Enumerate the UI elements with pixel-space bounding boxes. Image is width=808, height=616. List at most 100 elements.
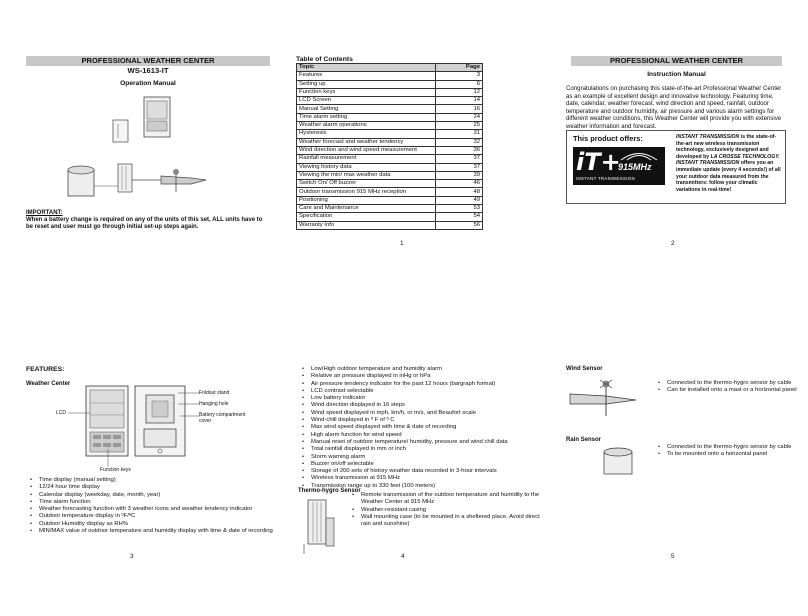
toc-page: 14 <box>435 96 483 106</box>
wind-sensor-list: Connected to the thermo-hygro sensor by … <box>656 380 802 395</box>
list-item: Remote transmission of the outdoor tempe… <box>352 492 541 507</box>
offers-lead: INSTANT TRANSMISSION <box>676 134 740 140</box>
wind-sensor-heading: Wind Sensor <box>566 366 603 372</box>
list-item: Low battery indicator <box>302 395 541 403</box>
list-item: Connected to the thermo-hygro sensor by … <box>658 380 802 388</box>
offers-brand: LA CROSSE TECHNOLOGY. INSTANT TRANSMISSI… <box>676 153 780 167</box>
signal-waves-icon <box>619 148 659 161</box>
toc-page: 3 <box>435 71 483 81</box>
list-item: Time display (manual setting) <box>30 477 279 485</box>
toc-topic: Care and Maintenance <box>296 204 436 214</box>
list-item: Weather forecasting function with 3 weat… <box>30 506 279 514</box>
toc-header-topic: Topic <box>296 62 436 73</box>
page-number: 3 <box>130 553 134 560</box>
toc-page: 48 <box>435 187 483 197</box>
logo-main: iT+ <box>576 148 621 176</box>
toc-topic: Rainfall measurement <box>296 154 436 164</box>
list-item: Buzzer on/off selectable <box>302 461 541 469</box>
label-battery-cover: Battery compartment cover <box>199 412 246 424</box>
weather-center-front-illustration <box>85 385 129 457</box>
toc-page: 12 <box>435 87 483 98</box>
toc-page: 53 <box>435 204 483 214</box>
list-item: High alarm function for wind speed <box>302 432 541 440</box>
thermo-hygro-sensor-illustration <box>302 498 336 556</box>
toc-topic: Warranty Info <box>296 220 436 230</box>
list-item: Air pressure tendency indicator for the … <box>302 381 541 389</box>
rain-sensor-heading: Rain Sensor <box>566 437 602 443</box>
toc-page: 54 <box>435 212 483 222</box>
list-item: MIN/MAX value of outdoor temperature and… <box>30 528 279 536</box>
intro-title: PROFESSIONAL WEATHER CENTER <box>571 56 782 66</box>
important-text: When a battery change is required on any… <box>26 217 263 231</box>
offers-text: INSTANT TRANSMISSION is the state-of-the… <box>676 134 782 193</box>
toc-topic: Wind direction and wind speed measuremen… <box>296 145 436 156</box>
toc-page: 32 <box>435 137 483 147</box>
intro-body: Congratulations on purchasing this state… <box>566 85 782 130</box>
cover-subtitle: Operation Manual <box>120 80 176 87</box>
label-hanging-hole: Hanging hole <box>199 401 229 407</box>
it-plus-logo: iT+ 915MHz INSTANT TRANSMISSION <box>573 147 665 185</box>
page-number: 2 <box>671 240 675 247</box>
toc-topic: Features <box>296 71 436 81</box>
toc-page: 25 <box>435 121 483 131</box>
rain-sensor-list: Connected to the thermo-hygro sensor by … <box>656 444 802 459</box>
toc-page: 49 <box>435 195 483 206</box>
toc-header-page: Page <box>435 62 483 73</box>
offers-label: This product offers: <box>573 134 643 143</box>
thermo-hygro-heading: Thermo-hygro Sensor <box>298 488 361 494</box>
list-item: Outdoor Humidity display as RH% <box>30 521 279 529</box>
wind-sensor-illustration <box>566 376 646 418</box>
toc-page: 24 <box>435 112 483 123</box>
logo-freq: 915MHz <box>618 162 652 172</box>
list-item: Wall mounting case (to be mounted in a s… <box>352 514 541 529</box>
cover-model: WS-1613-IT <box>127 66 169 75</box>
toc-topic: LCD Screen <box>296 96 436 106</box>
label-function-keys: Function keys <box>100 467 131 473</box>
list-item: Connected to the thermo-hygro sensor by … <box>658 444 802 452</box>
toc-topic: Weather forecast and weather tendency <box>296 137 436 147</box>
label-foldout-stand: Foldout stand <box>199 390 230 396</box>
list-item: Low/High outdoor temperature and humidit… <box>302 366 541 374</box>
toc-page: 6 <box>435 79 483 89</box>
page-number: 4 <box>401 553 405 560</box>
list-item: Max wind speed displayed with time & dat… <box>302 424 541 432</box>
toc-topic: Switch On/ Off buzzer <box>296 179 436 189</box>
features-list: Time display (manual setting) 12/24 hour… <box>28 477 279 536</box>
cover-title: PROFESSIONAL WEATHER CENTER <box>26 56 270 66</box>
list-item: Can be installed onto a mast or a horizo… <box>658 387 802 395</box>
list-item: Calendar display (weekday, date, month, … <box>30 492 279 500</box>
thermo-hygro-list: Remote transmission of the outdoor tempe… <box>350 492 541 528</box>
list-item: To be mounted onto a horizontal panel <box>658 451 802 459</box>
list-item: Manual reset of outdoor temperature/ hum… <box>302 439 541 447</box>
toc-topic: Outdoor transmission 915 MHz reception <box>296 187 436 197</box>
weather-center-back-illustration <box>134 385 198 457</box>
toc-page: 39 <box>435 170 483 181</box>
features-heading: FEATURES: <box>26 366 65 373</box>
toc-topic: Hysteresis <box>296 129 436 139</box>
offers-text-1: is the state-of-the-art new wireless tra… <box>676 134 777 160</box>
toc-topic: Viewing history data <box>296 162 436 172</box>
toc-topic: Manual Setting <box>296 104 436 114</box>
label-lcd: LCD <box>56 410 67 416</box>
logo-caption: INSTANT TRANSMISSION <box>576 176 635 181</box>
rain-sensor-illustration <box>600 444 636 476</box>
toc-topic: Function keys <box>296 87 436 98</box>
list-item: Time alarm function <box>30 499 279 507</box>
list-item: Outdoor temperature display in ºF/ºC <box>30 513 279 521</box>
weather-center-heading: Weather Center <box>26 381 71 387</box>
list-item: 12/24 hour time display <box>30 484 279 492</box>
toc-topic: Viewing the min/ max weather data <box>296 170 436 181</box>
list-item: Wind-chill displayed in º F of º C <box>302 417 541 425</box>
list-item: LCD contrast selectable <box>302 388 541 396</box>
toc-page: 46 <box>435 179 483 189</box>
offers-box: This product offers: iT+ 915MHz INSTANT … <box>566 130 786 204</box>
toc-page: 31 <box>435 129 483 139</box>
intro-subtitle: Instruction Manual <box>647 71 706 78</box>
toc-page: 56 <box>435 220 483 230</box>
callout-lines <box>60 385 200 469</box>
list-item: Transmission range up to 330 feet (100 m… <box>302 483 541 491</box>
toc-topic: Specification <box>296 212 436 222</box>
toc-topic: Positioning <box>296 195 436 206</box>
